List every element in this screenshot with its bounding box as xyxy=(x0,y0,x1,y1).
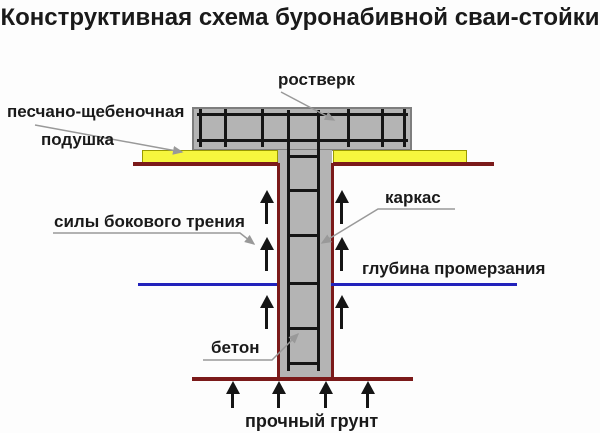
friction-force-arrow-icon xyxy=(259,237,274,271)
rebar-bar-vertical xyxy=(261,109,264,147)
ground-reaction-arrow-icon xyxy=(271,381,286,408)
label-cushion-line2: подушка xyxy=(41,130,115,149)
ground-reaction-arrow-icon xyxy=(225,381,240,408)
label-frost-depth: глубина промерзания xyxy=(362,259,546,278)
cage-rung xyxy=(287,362,320,365)
rebar-bar-vertical xyxy=(224,109,227,147)
friction-force-arrow-icon xyxy=(334,295,349,329)
ground-surface-line-left xyxy=(133,162,278,166)
label-cushion-line1: песчано-щебеночная xyxy=(7,102,185,121)
label-solid-ground: прочный грунт xyxy=(245,411,379,431)
cage-bar-vertical xyxy=(317,110,320,371)
cage-rung xyxy=(287,189,320,192)
frost-depth-line-left xyxy=(138,283,277,286)
cage-rung xyxy=(287,327,320,330)
label-concrete: бетон xyxy=(211,338,260,357)
rebar-bar-horizontal xyxy=(197,139,408,142)
rebar-bar-vertical xyxy=(199,109,202,147)
rebar-bar-vertical xyxy=(403,109,406,147)
friction-force-arrow-icon xyxy=(334,190,349,224)
friction-force-arrow-icon xyxy=(334,237,349,271)
friction-force-arrow-icon xyxy=(259,190,274,224)
ground-surface-line-right xyxy=(333,162,494,166)
ground-reaction-arrow-icon xyxy=(360,381,375,408)
cage-rung xyxy=(287,282,320,285)
cage-bar-vertical xyxy=(287,110,290,371)
rebar-bar-horizontal xyxy=(197,113,408,116)
label-friction-forces: силы бокового трения xyxy=(54,212,245,231)
solid-ground-line xyxy=(192,377,413,381)
label-reinforcement-cage: каркас xyxy=(385,188,441,207)
rebar-bar-vertical xyxy=(347,109,350,147)
label-grillage: ростверк xyxy=(278,70,355,89)
frost-depth-line-right xyxy=(331,283,517,286)
friction-force-arrow-icon xyxy=(259,295,274,329)
diagram-title: Конструктивная схема буронабивной сваи-с… xyxy=(0,4,600,31)
leader-friction xyxy=(53,232,256,245)
bored-pile-shaft xyxy=(277,163,334,378)
rebar-bar-vertical xyxy=(381,109,384,147)
cage-rung xyxy=(287,234,320,237)
cage-rung xyxy=(287,155,320,158)
ground-reaction-arrow-icon xyxy=(318,381,333,408)
